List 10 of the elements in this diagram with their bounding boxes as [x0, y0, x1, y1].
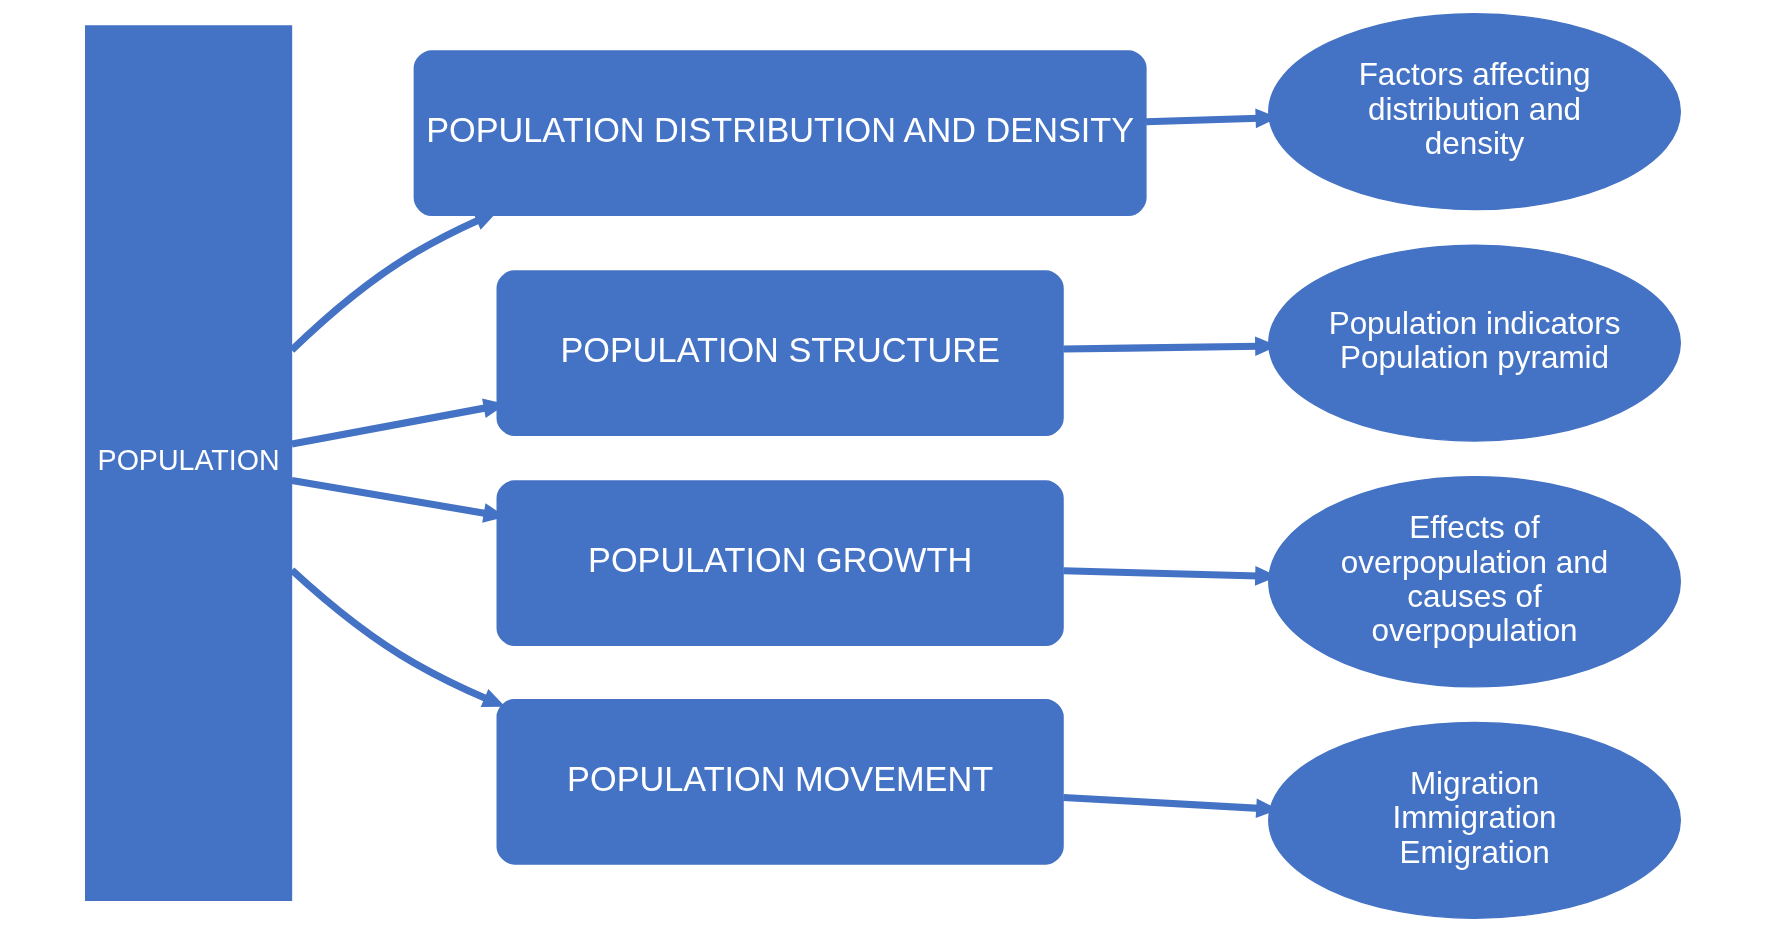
node-ellipse: Effects of overpopulation and causes of overpopulation: [1268, 475, 1681, 688]
node-box: POPULATION DISTRIBUTION AND DENSITY: [413, 50, 1147, 216]
node-ellipse: Factors affecting distribution and density: [1268, 13, 1681, 211]
node-box: POPULATION GROWTH: [496, 480, 1064, 647]
node-ellipse: Population indicators Population pyramid: [1268, 244, 1681, 442]
node-box: POPULATION: [85, 25, 293, 902]
node-box: POPULATION MOVEMENT: [496, 698, 1064, 865]
arrow: [289, 567, 506, 708]
node-box: POPULATION STRUCTURE: [496, 270, 1064, 436]
node-ellipse: Migration Immigration Emigration: [1268, 721, 1681, 919]
